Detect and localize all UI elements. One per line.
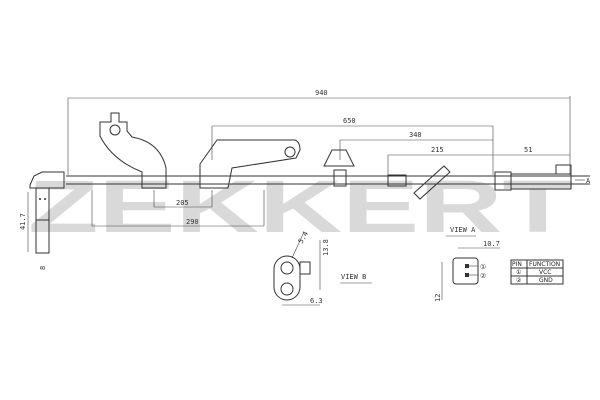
dim-215: 215 bbox=[431, 146, 444, 154]
cable-clip bbox=[323, 149, 355, 187]
vcc-cell: VCC bbox=[539, 269, 551, 276]
dim-12: 12 bbox=[434, 294, 442, 302]
dim-10-7: 10.7 bbox=[483, 240, 500, 248]
pin-2-marker: ② bbox=[480, 272, 486, 280]
pin-header: PIN bbox=[512, 261, 522, 268]
dim-overall: 940 bbox=[315, 89, 328, 97]
bracket-2 bbox=[199, 139, 301, 189]
dim-340: 340 bbox=[409, 131, 422, 139]
pin-table: PIN FUNCTION ① VCC ② GND bbox=[510, 259, 564, 285]
dim-13-8: 13.8 bbox=[322, 239, 330, 256]
bracket-1-hole bbox=[109, 124, 121, 136]
bracket-2-hole bbox=[284, 146, 296, 158]
cable bbox=[66, 175, 590, 185]
pin-2-cell: ② bbox=[516, 277, 522, 284]
bracket-1 bbox=[99, 112, 167, 189]
function-header: FUNCTION bbox=[529, 261, 560, 268]
dim-6-3: 6.3 bbox=[310, 297, 323, 305]
pin-1-cell: ① bbox=[516, 269, 521, 276]
grommet bbox=[387, 165, 451, 200]
dim-290: 290 bbox=[186, 218, 199, 226]
sensor-head bbox=[29, 171, 65, 254]
dim-51: 51 bbox=[524, 146, 532, 154]
gnd-cell: GND bbox=[539, 277, 553, 284]
view-b-label: VIEW B bbox=[341, 273, 366, 281]
dim-41-7: 41.7 bbox=[19, 213, 27, 230]
view-a-label: VIEW A bbox=[450, 226, 476, 234]
dim-650: 650 bbox=[343, 117, 356, 125]
dimension-lines bbox=[27, 96, 571, 252]
view-b-detail bbox=[273, 231, 321, 306]
pin-1-marker: ① bbox=[480, 263, 486, 271]
connector bbox=[494, 164, 572, 191]
zekkert-watermark: ZEKKERT bbox=[28, 165, 573, 248]
dim-205: 205 bbox=[176, 199, 189, 207]
dim-8: 8 bbox=[39, 266, 47, 270]
view-a-arrow-label: A bbox=[586, 177, 591, 185]
view-a-connector bbox=[441, 247, 500, 300]
